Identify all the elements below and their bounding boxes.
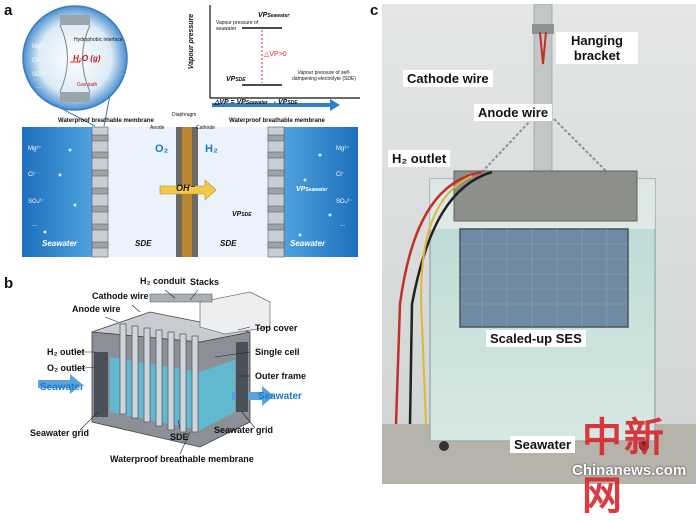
h2-label: H₂ (205, 143, 218, 155)
panel-a-diagram (22, 5, 360, 258)
vp-sde-inline-sub: SDE (241, 212, 252, 218)
b-anode-wire-label: Anode wire (72, 304, 121, 314)
ion-right-mg: Mg²⁺ (336, 146, 350, 152)
seawater-left-region (22, 127, 92, 257)
c-scaled-up-label: Scaled-up SES (486, 330, 586, 347)
graph-vp-sde: VPSDE (226, 76, 246, 83)
membrane-right-label: Waterproof breathable membrane (229, 118, 325, 124)
vp-seawater-inline: VPSeawater (296, 186, 327, 193)
bubble-ion-so4: SO₄²⁻ (32, 72, 49, 78)
bubble-interface-label: Hydrophobic interface (74, 37, 123, 43)
ses-grid (460, 229, 628, 327)
graph-delta-vp: △VP>0 (264, 51, 287, 58)
vp-sde-inline-main: VP (232, 211, 242, 218)
delta-vp-arrow (212, 99, 340, 111)
bubble-gas-path-label: Gas path (77, 82, 98, 88)
vp-seawater-inline-sub: Seawater (305, 187, 328, 193)
membrane-left (91, 126, 109, 258)
b-h2-outlet-label: H₂ outlet (47, 347, 85, 357)
ses-module (459, 228, 629, 328)
graph-equal-sub2: SDE (287, 100, 298, 106)
red-wire (394, 170, 483, 425)
b-sde-label: SDE (170, 432, 189, 442)
bubble-ion-cl: Cl⁻ (32, 58, 41, 64)
seawater-in-arrow (38, 374, 82, 394)
b-stacks-label: Stacks (190, 277, 220, 287)
seawater-grid-left (94, 352, 108, 417)
anode-label: Anode (150, 125, 165, 131)
chains (481, 118, 608, 173)
diaphragm-label: Diaphragm (172, 112, 197, 118)
black-wire (408, 170, 493, 425)
b-h2-conduit-label: H₂ conduit (140, 276, 186, 286)
b-outer-frame-label: Outer frame (255, 371, 307, 381)
membrane-left-label: Waterproof breathable membrane (58, 118, 154, 124)
c-h2-outlet-label: H₂ outlet (388, 150, 451, 167)
panel-b-diagram (38, 289, 274, 455)
bubble-vapor-label: H₂O (g) (73, 54, 101, 63)
seawater-right-label: Seawater (290, 239, 326, 248)
o2-label: O₂ (155, 143, 169, 155)
seawater-right-region (283, 127, 358, 257)
magnifier-bubble (22, 5, 128, 111)
vp-seawater-inline-main: VP (296, 186, 306, 193)
h2-conduit (149, 293, 213, 303)
graph-equal-main: △VP = VP (214, 99, 246, 106)
vp-sde-inline: VPSDE (232, 211, 252, 218)
graph-ylabel: Vapour pressure (188, 13, 196, 70)
b-grid-left-label: Seawater grid (30, 428, 90, 438)
cathode-label: Cathode (196, 125, 215, 131)
panel-a-letter: a (4, 2, 13, 19)
graph-equal-sub1: Seawater (245, 100, 268, 106)
ion-right-more: ... (340, 222, 346, 228)
ion-left-more: ... (32, 222, 38, 228)
bubble-ion-mg: Mg²⁺ (32, 44, 46, 50)
graph-vp-sde-sub: SDE (235, 77, 246, 83)
ses-lid (453, 170, 638, 222)
oh-arrow (159, 179, 217, 201)
membrane-right (267, 126, 285, 258)
b-seawater-in-label: Seawater (40, 382, 84, 393)
bubble-ion-more: ... (36, 84, 42, 90)
watermark-site: Chinanews.com (572, 462, 687, 479)
graph-vp-seawater-main: VP (258, 12, 268, 19)
c-anode-wire-label: Anode wire (474, 104, 553, 121)
ion-right-so4: SO₄²⁻ (336, 199, 353, 205)
c-cathode-wire-label: Cathode wire (403, 70, 493, 87)
b-o2-outlet-label: O₂ outlet (47, 363, 85, 373)
ion-left-cl: Cl⁻ (28, 172, 37, 178)
top-cover (199, 291, 271, 335)
b-grid-right-label: Seawater grid (214, 425, 274, 435)
seawater-grid-right (236, 342, 248, 412)
ion-right-cl: Cl⁻ (336, 172, 345, 178)
graph-vp-seawater-sub: Seawater (267, 13, 290, 19)
seawater-out-arrow (232, 386, 274, 406)
graph-vp-sde-desc: Vapour pressure of self-dampening electr… (292, 70, 356, 82)
stack-plates (119, 323, 199, 433)
graph-equal-minus: - VP (273, 99, 288, 106)
seawater-left-label: Seawater (42, 239, 78, 248)
oh-label: OH⁻ (176, 183, 195, 193)
ion-dots (43, 148, 332, 237)
graph-vp-seawater: VPSeawater (258, 12, 289, 19)
b-membrane-label: Waterproof breathable membrane (110, 454, 254, 464)
panel-b-letter: b (4, 275, 14, 292)
sde-right-label: SDE (220, 239, 237, 248)
panel-c-letter: c (370, 2, 379, 19)
graph-vp-seawater-desc: Vapour pressure of seawater (216, 20, 259, 32)
b-single-cell-label: Single cell (255, 347, 300, 357)
ion-left-so4: SO₄²⁻ (28, 199, 45, 205)
graph-equal-label: △VP = VPSeawater - VPSDE (214, 98, 298, 106)
ion-left-mg: Mg²⁺ (28, 146, 42, 152)
c-hanging-bracket-label: Hanging bracket (556, 32, 638, 64)
b-seawater-out-label: Seawater (258, 391, 302, 402)
c-seawater-label: Seawater (510, 436, 576, 453)
sde-left-label: SDE (135, 239, 152, 248)
graph-vp-sde-main: VP (226, 76, 236, 83)
yellow-wire (420, 175, 473, 425)
b-cathode-wire-label: Cathode wire (92, 291, 149, 301)
b-top-cover-label: Top cover (255, 323, 298, 333)
